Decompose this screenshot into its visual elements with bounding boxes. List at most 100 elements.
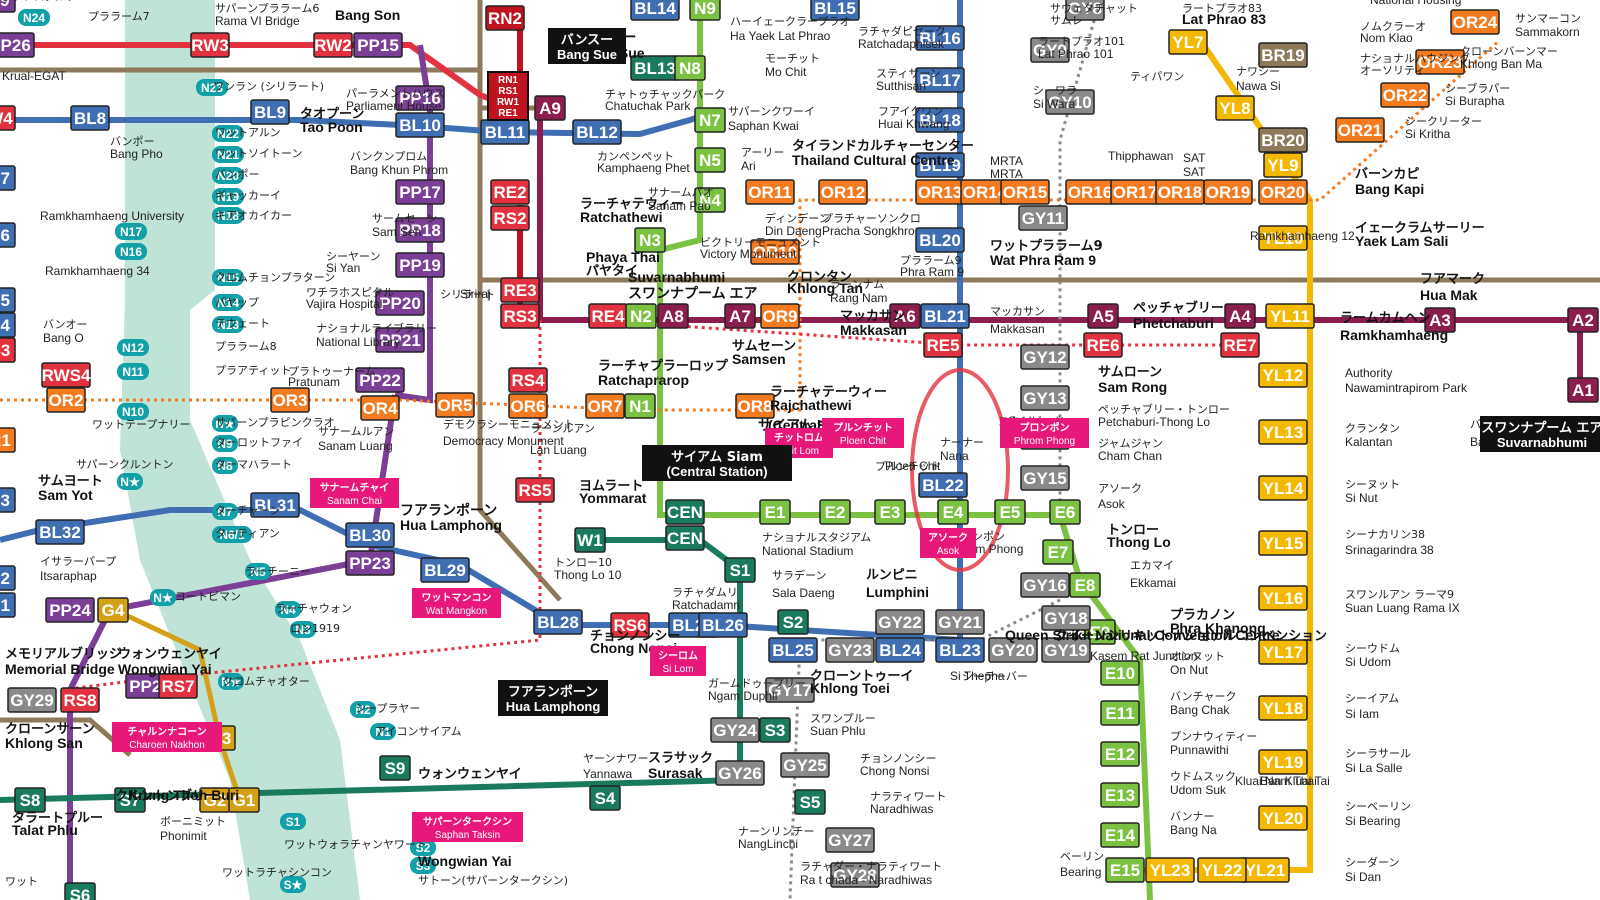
- pier-26[interactable]: N★: [218, 673, 244, 690]
- pier-4[interactable]: N21: [212, 146, 244, 163]
- station-pp19[interactable]: PP19: [395, 252, 445, 278]
- pier-21[interactable]: N6/1: [212, 526, 252, 543]
- station-gy29[interactable]: GY29: [7, 687, 57, 713]
- station-rs8[interactable]: RS8: [60, 687, 100, 713]
- station-yl16[interactable]: YL16: [1258, 585, 1308, 611]
- station-re6[interactable]: RE6: [1083, 332, 1123, 358]
- pier-6[interactable]: N19: [212, 188, 244, 205]
- station-e4[interactable]: E4: [937, 499, 969, 525]
- pier-18[interactable]: N8: [212, 457, 238, 474]
- station-e6[interactable]: E6: [1049, 499, 1081, 525]
- station-s7[interactable]: S7: [114, 787, 146, 813]
- station-l3[interactable]: L3: [0, 487, 16, 513]
- station-pp22[interactable]: PP22: [355, 367, 405, 393]
- station-rw2[interactable]: RW2: [313, 32, 353, 58]
- station-cen[interactable]: CEN: [665, 499, 705, 525]
- station-s1[interactable]: S1: [724, 557, 756, 583]
- station-a8[interactable]: A8: [657, 303, 689, 329]
- station-l1[interactable]: L1: [0, 592, 16, 618]
- station-e12[interactable]: E12: [1100, 741, 1140, 767]
- station-bl20[interactable]: BL20: [915, 227, 965, 253]
- pier-30[interactable]: S2: [410, 839, 436, 856]
- station-yl22[interactable]: YL22: [1197, 857, 1247, 883]
- station-re5[interactable]: RE5: [923, 332, 963, 358]
- station-a3[interactable]: A3: [1424, 307, 1456, 333]
- station-n5[interactable]: N5: [694, 147, 726, 173]
- station-gy15[interactable]: GY15: [1020, 465, 1070, 491]
- station-re3[interactable]: RE3: [500, 277, 540, 303]
- station-s8[interactable]: S8: [14, 787, 46, 813]
- station-bl22[interactable]: BL22: [918, 472, 968, 498]
- station-re7[interactable]: RE7: [1220, 332, 1260, 358]
- pier-5[interactable]: N20: [212, 167, 244, 184]
- station-a6[interactable]: A6: [889, 303, 921, 329]
- station-gy20[interactable]: GY20: [988, 637, 1038, 663]
- station-gy28[interactable]: GY28: [830, 862, 880, 888]
- station-gy23[interactable]: GY23: [825, 637, 875, 663]
- pier-16[interactable]: N★: [212, 415, 238, 432]
- station-yl21[interactable]: YL21: [1240, 857, 1290, 883]
- pier-3[interactable]: N22: [212, 125, 244, 142]
- station-gy22[interactable]: GY22: [875, 609, 925, 635]
- station-s5[interactable]: S5: [794, 789, 826, 815]
- station-or8[interactable]: OR8: [735, 393, 775, 419]
- station-gy10[interactable]: GY10: [1045, 89, 1095, 115]
- station-l5[interactable]: L5: [0, 287, 16, 313]
- pier-11[interactable]: N14: [212, 294, 244, 311]
- station-gy12[interactable]: GY12: [1020, 344, 1070, 370]
- station-or23[interactable]: OR23: [1415, 49, 1465, 75]
- station-gy17[interactable]: GY17: [765, 677, 815, 703]
- pier-14[interactable]: N11: [117, 363, 149, 380]
- station-gy16[interactable]: GY16: [1020, 572, 1070, 598]
- pier-25[interactable]: N3: [290, 621, 316, 638]
- station-r1[interactable]: R1: [0, 427, 16, 453]
- station-br20[interactable]: BR20: [1258, 127, 1308, 153]
- station-or21[interactable]: OR21: [1335, 117, 1385, 143]
- pier-27[interactable]: N2: [350, 701, 376, 718]
- station-yl14[interactable]: YL14: [1258, 475, 1308, 501]
- station-yl7[interactable]: YL7: [1168, 29, 1208, 55]
- station-or20[interactable]: OR20: [1258, 179, 1308, 205]
- station-e2[interactable]: E2: [819, 499, 851, 525]
- station-br19[interactable]: BR19: [1258, 42, 1308, 68]
- station-bl17[interactable]: BL17: [915, 67, 965, 93]
- station-bl30[interactable]: BL30: [345, 522, 395, 548]
- station-bl12[interactable]: BL12: [572, 119, 622, 145]
- station-g1[interactable]: G1: [228, 787, 260, 813]
- station-bl29[interactable]: BL29: [420, 557, 470, 583]
- station-yl17[interactable]: YL17: [1258, 639, 1308, 665]
- station-bl8[interactable]: BL8: [70, 105, 110, 131]
- station-pp21[interactable]: PP21: [375, 327, 425, 353]
- station-a4[interactable]: A4: [1224, 303, 1256, 329]
- station-a2[interactable]: A2: [1567, 307, 1599, 333]
- station-yl18[interactable]: YL18: [1258, 695, 1308, 721]
- station-e7[interactable]: E7: [1042, 539, 1074, 565]
- pier-1[interactable]: N24: [18, 9, 50, 26]
- station-a5[interactable]: A5: [1087, 303, 1119, 329]
- pier-12[interactable]: N13: [212, 316, 244, 333]
- station-bl13[interactable]: BL13: [630, 55, 680, 81]
- pier-20[interactable]: N7: [212, 503, 238, 520]
- station-yl11[interactable]: YL11: [1265, 303, 1315, 329]
- station-or12[interactable]: OR12: [818, 179, 868, 205]
- station-yl13[interactable]: YL13: [1258, 419, 1308, 445]
- station-rs5[interactable]: RS5: [515, 477, 555, 503]
- station-re2[interactable]: RE2: [490, 179, 530, 205]
- station-gy24[interactable]: GY24: [710, 717, 760, 743]
- station-or18[interactable]: OR18: [1155, 179, 1205, 205]
- station-pp20[interactable]: PP20: [375, 290, 425, 316]
- station-yl23[interactable]: YL23: [1145, 857, 1195, 883]
- station-bl21[interactable]: BL21: [920, 303, 970, 329]
- station-l2[interactable]: L2: [0, 565, 16, 591]
- station-e13[interactable]: E13: [1100, 782, 1140, 808]
- station-pp18[interactable]: PP18: [395, 217, 445, 243]
- station-or2[interactable]: OR2: [46, 387, 86, 413]
- station-gy8[interactable]: GY8: [1065, 0, 1105, 21]
- station-or6[interactable]: OR6: [508, 393, 548, 419]
- station-rws4[interactable]: RWS4: [41, 362, 91, 388]
- station-cen[interactable]: CEN: [665, 525, 705, 551]
- station-bl25[interactable]: BL25: [768, 637, 818, 663]
- station-yl9[interactable]: YL9: [1263, 152, 1303, 178]
- station-or17[interactable]: OR17: [1110, 179, 1160, 205]
- station-n7[interactable]: N7: [694, 107, 726, 133]
